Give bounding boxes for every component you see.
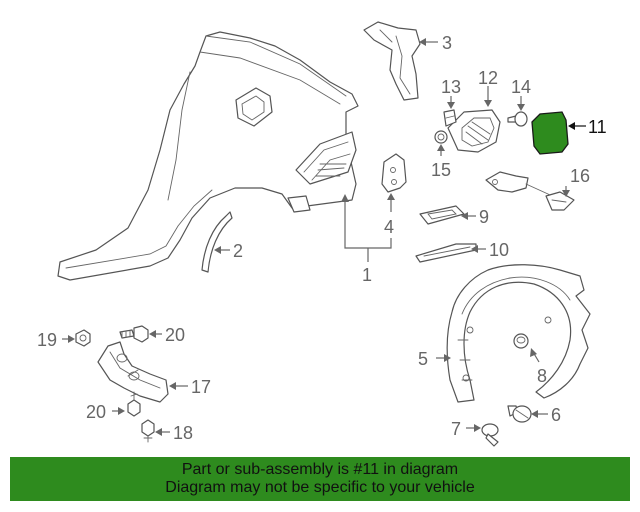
callout-18: 18: [173, 423, 193, 443]
fuel-housing: [447, 109, 501, 153]
quarter-panel: [57, 31, 359, 281]
clip-6: [507, 405, 532, 423]
rivet-7: [481, 423, 499, 447]
callout-15: 15: [431, 160, 451, 180]
callout-3: 3: [442, 33, 452, 53]
callout-5: 5: [418, 349, 428, 369]
lock-actuator: [485, 171, 575, 211]
callout-10: 10: [489, 240, 509, 260]
bolt-14: [507, 111, 528, 127]
callout-11: 11: [588, 117, 607, 137]
callout-13: 13: [441, 77, 461, 97]
callout-20-lower: 20: [86, 402, 106, 422]
screw-18: [141, 419, 155, 443]
info-banner: Part or sub-assembly is #11 in diagram D…: [10, 457, 630, 501]
bracket-17: [97, 341, 169, 403]
bracket: [381, 153, 407, 193]
callout-19: 19: [37, 330, 57, 350]
fuel-door-highlighted: [531, 111, 569, 155]
callout-12: 12: [478, 68, 498, 88]
gasket-9: [419, 205, 465, 225]
bolt-20-upper: [119, 325, 149, 343]
lower-molding: [415, 243, 477, 263]
fender-liner: [446, 264, 591, 403]
nut-19: [75, 329, 91, 347]
callout-6: 6: [551, 405, 561, 425]
banner-line-1: Part or sub-assembly is #11 in diagram: [181, 461, 459, 478]
clip-13: [443, 109, 457, 127]
seal-ring: [434, 130, 448, 144]
callout-7: 7: [451, 419, 461, 439]
arch-molding: [201, 211, 233, 273]
callout-4: 4: [384, 217, 394, 237]
callout-9: 9: [479, 207, 489, 227]
callout-14: 14: [511, 77, 531, 97]
grommet-8: [513, 333, 529, 349]
banner-line-2: Diagram may not be specific to your vehi…: [165, 479, 475, 496]
inner-extension: [363, 21, 421, 101]
callout-17: 17: [191, 377, 211, 397]
callout-16: 16: [570, 166, 590, 186]
parts-diagram: 1 2 3 4 5 6 7 8 9 10 11 12 13 14 15 16 1…: [37, 21, 607, 447]
bolt-20-lower: [127, 391, 141, 417]
callout-20-upper: 20: [165, 325, 185, 345]
callout-1: 1: [362, 265, 372, 285]
callout-2: 2: [233, 241, 243, 261]
callout-8: 8: [537, 366, 547, 386]
